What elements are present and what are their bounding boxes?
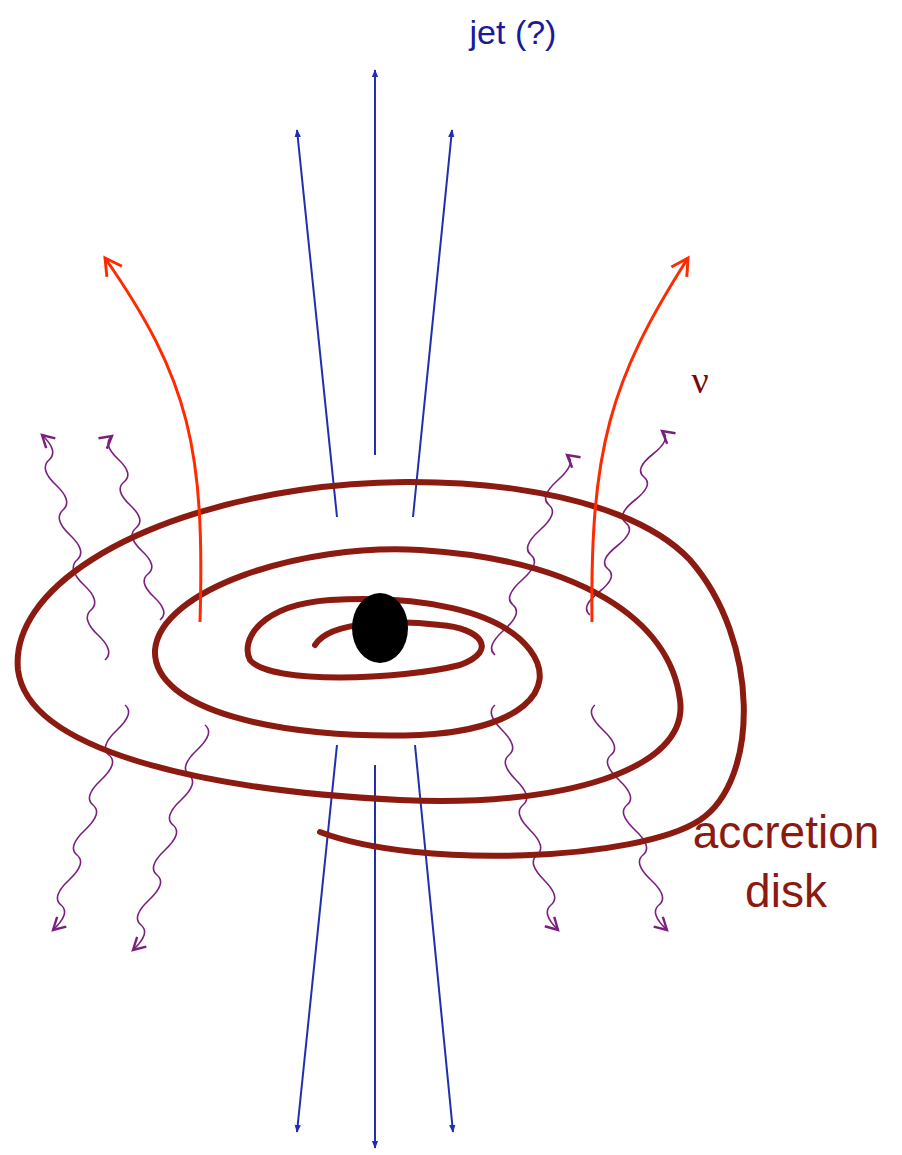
jet-arrow xyxy=(297,745,337,1132)
outflow-arrow xyxy=(592,258,688,622)
jet-arrow xyxy=(297,130,337,517)
neutrino-squiggle xyxy=(587,431,666,615)
jet-arrows xyxy=(297,70,453,1148)
accretion-disk-spiral xyxy=(18,482,744,856)
black-hole xyxy=(352,593,408,663)
accretion-disk-label: accretion disk xyxy=(676,803,896,921)
neutrino-squiggle xyxy=(491,705,558,930)
neutrino-squiggle xyxy=(591,705,667,930)
neutrino-squiggles xyxy=(42,431,667,950)
outflow-arrow xyxy=(105,258,201,622)
neutrino-squiggle xyxy=(53,705,129,930)
neutrino-squiggle xyxy=(42,435,109,660)
jet-label: jet (?) xyxy=(413,12,613,53)
outflow-arrows xyxy=(105,258,688,622)
neutrino-label: ν xyxy=(670,358,730,404)
jet-arrow xyxy=(374,70,376,455)
neutrino-squiggle xyxy=(133,725,209,950)
jet-arrow xyxy=(413,130,452,517)
jet-arrow xyxy=(374,765,376,1148)
